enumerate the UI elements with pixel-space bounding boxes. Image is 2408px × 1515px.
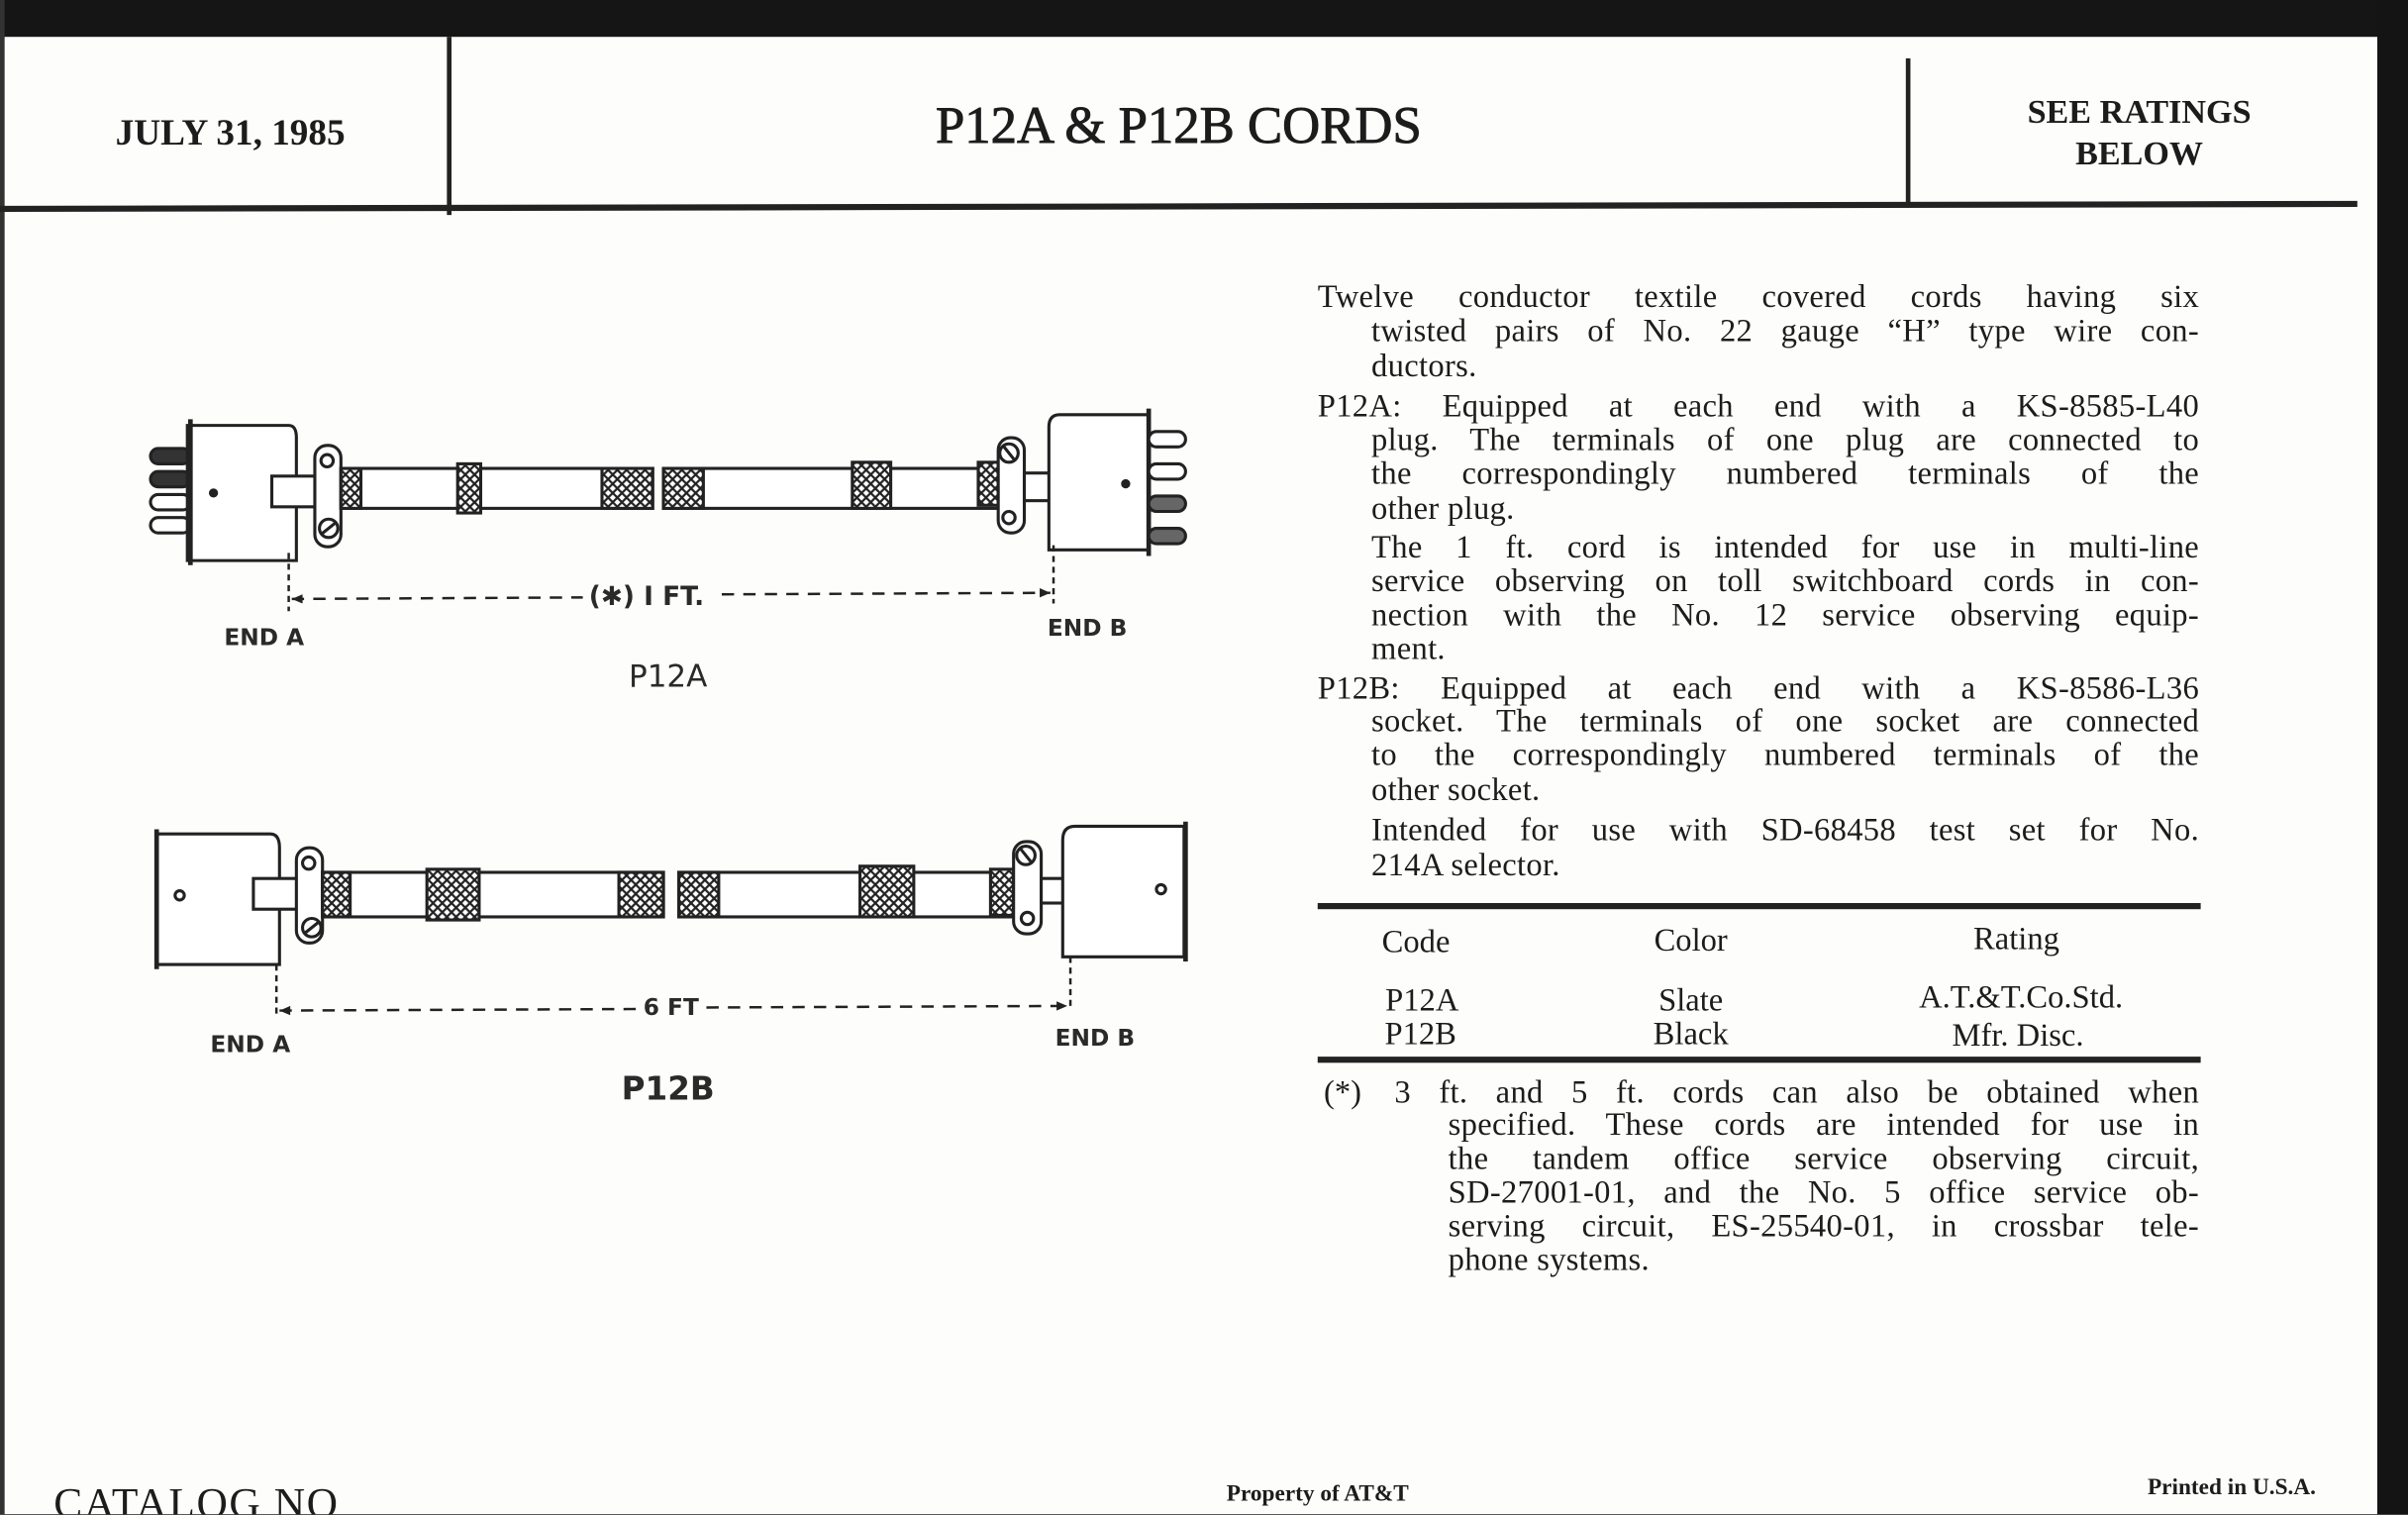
scan-top-border (0, 0, 2408, 38)
description-line: other plug. (1371, 489, 1515, 527)
socket-end-a-icon (153, 829, 325, 969)
footnote-line: specified. These cords are intended for … (1448, 1105, 2200, 1143)
table-top-rule (1317, 902, 2201, 910)
description-line: The 1 ft. cord is intended for use in mu… (1371, 528, 2200, 565)
page-title: P12A & P12B CORDS (935, 98, 1422, 155)
description-line: ductors. (1371, 347, 1477, 384)
cord-diagrams (149, 408, 1188, 1017)
description-line: P12B: Equipped at each end with a KS-858… (1317, 669, 2200, 707)
p12b-caption: P12B (621, 1070, 715, 1108)
socket-end-b-icon (1012, 821, 1188, 961)
p12b-end-a-label: END A (210, 1030, 291, 1059)
header-divider (447, 37, 452, 216)
description-line: socket. The terminals of one socket are … (1371, 701, 2200, 740)
table-bottom-rule (1317, 1057, 2201, 1063)
description-line: other socket. (1371, 770, 1541, 808)
ratings-note: SEE RATINGS BELOW (1912, 91, 2366, 174)
printed-in-notice: Printed in U.S.A. (2147, 1475, 2316, 1501)
header-divider (1905, 57, 1911, 206)
description-line: ment. (1371, 629, 1446, 667)
property-notice: Property of AT&T (1226, 1481, 1409, 1507)
footnote-line: phone systems. (1448, 1241, 1651, 1278)
p12a-length-label: (✱) I FT. (582, 581, 711, 613)
description-line: P12A: Equipped at each end with a KS-858… (1317, 386, 2200, 425)
scan-left-edge (0, 0, 5, 1515)
catalog-number-label: CATALOG NO (53, 1480, 340, 1515)
footnote-line: the tandem office service observing circ… (1448, 1139, 2200, 1177)
ratings-note-line: SEE RATINGS (2027, 92, 2252, 131)
description-line: Intended for use with SD-68458 test set … (1371, 810, 2200, 849)
table-cell-code: P12B (1384, 1015, 1456, 1053)
description-line: the correspondingly numbered terminals o… (1371, 454, 2200, 492)
table-cell-code: P12A (1385, 981, 1459, 1019)
table-header-rating: Rating (1973, 920, 2059, 958)
description-line: nection with the No. 12 service observin… (1371, 595, 2200, 634)
p12b-length-label: 6 FT (640, 993, 702, 1022)
table-header-color: Color (1654, 921, 1728, 959)
table-cell-rating: A.T.&T.Co.Std. (1919, 977, 2124, 1016)
description-line: service observing on toll switchboard co… (1371, 561, 2200, 599)
table-cell-color: Black (1653, 1015, 1729, 1053)
description-line: Twelve conductor textile covered cords h… (1317, 277, 2200, 315)
description-line: twisted pairs of No. 22 gauge “H” type w… (1371, 311, 2200, 350)
p12a-end-b-label: END B (1047, 614, 1128, 643)
footnote-line: serving circuit, ES-25540-01, in crossba… (1448, 1207, 2200, 1245)
description-line: plug. The terminals of one plug are conn… (1371, 420, 2200, 458)
p12b-end-b-label: END B (1054, 1024, 1136, 1053)
page-date: JULY 31, 1985 (115, 113, 346, 154)
description-line: 214A selector. (1371, 846, 1560, 883)
ratings-note-line: BELOW (2075, 133, 2204, 172)
table-cell-color: Slate (1658, 981, 1724, 1019)
description-line: to the correspondingly numbered terminal… (1371, 735, 2200, 773)
plug-end-b-icon (996, 408, 1187, 556)
p12a-dimension-line (287, 545, 1055, 612)
p12b-dimension-line (274, 957, 1072, 1017)
p12a-end-a-label: END A (224, 623, 305, 652)
p12a-caption: P12A (628, 656, 708, 695)
footnote-line: 3 ft. and 5 ft. cords can also be obtain… (1394, 1073, 2200, 1111)
p12a-drawing (149, 408, 1187, 612)
footnote-marker: (*) (1323, 1073, 1361, 1111)
table-cell-rating: Mfr. Disc. (1952, 1016, 2084, 1054)
scan-right-border (2376, 0, 2408, 1515)
p12b-drawing (153, 821, 1188, 1017)
plug-end-a-icon (149, 419, 343, 565)
footnote-line: SD-27001-01, and the No. 5 office servic… (1448, 1172, 2200, 1211)
table-header-code: Code (1381, 923, 1451, 960)
